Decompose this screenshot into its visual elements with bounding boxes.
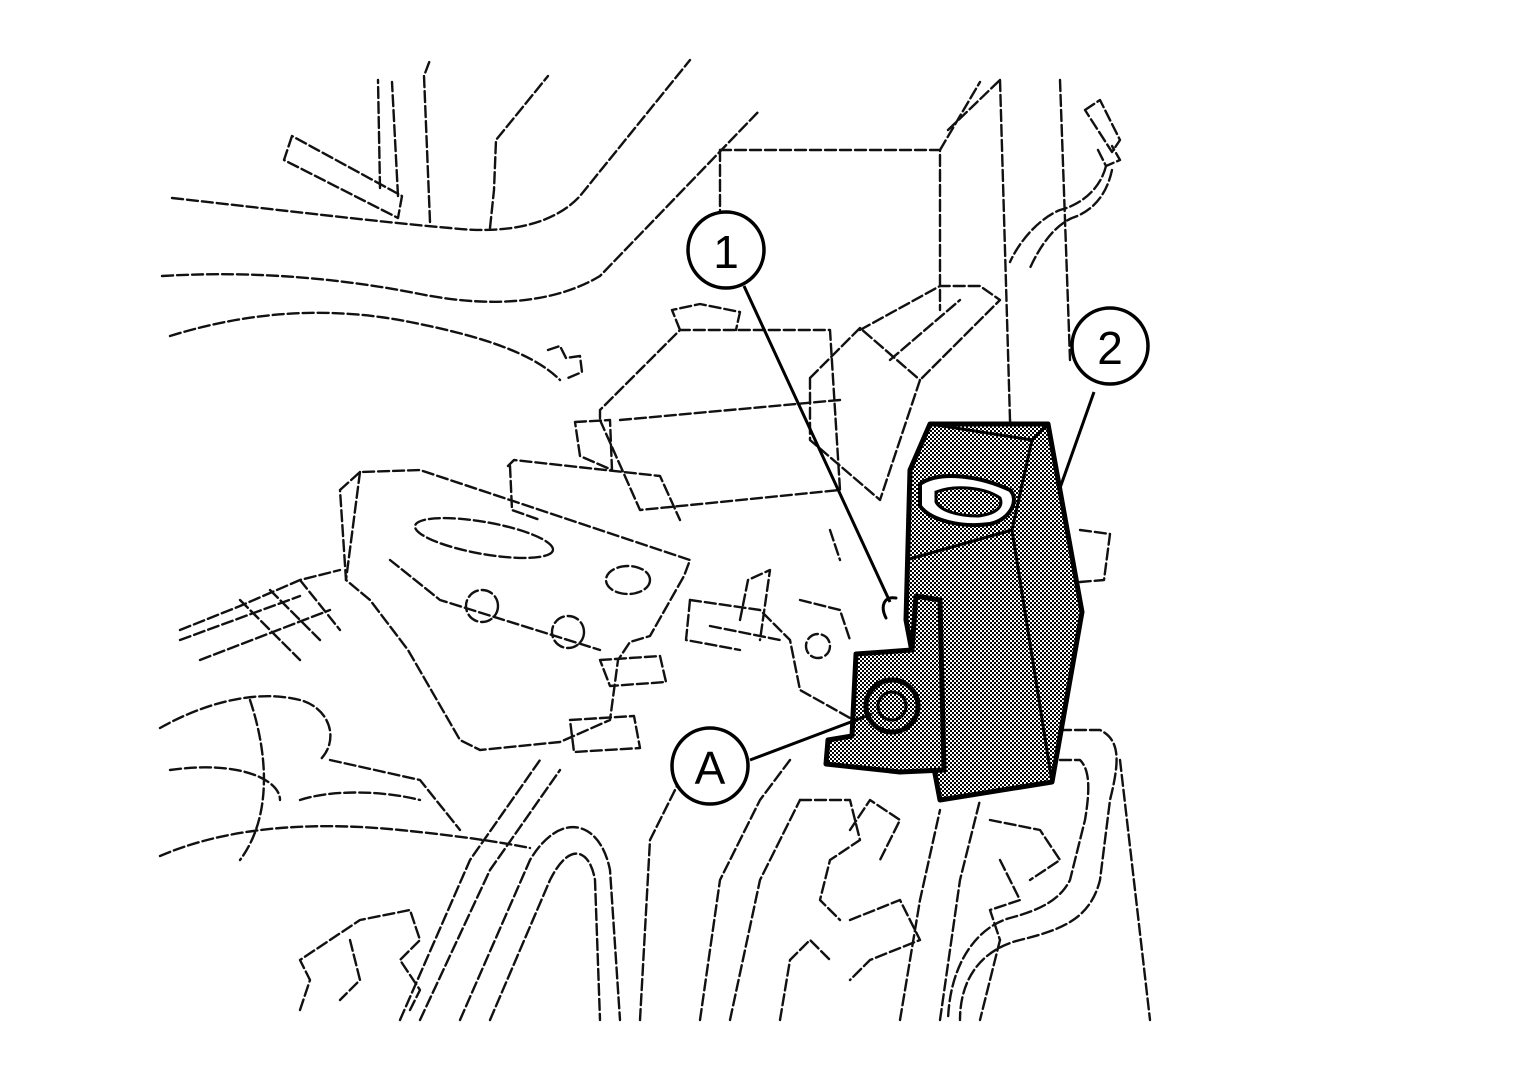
leader-lines (742, 285, 1096, 762)
callout-1: 1 (686, 210, 766, 290)
leader-line-1 (742, 285, 892, 603)
leader-line-2 (1058, 391, 1096, 489)
bolt-a-icon (863, 677, 921, 735)
background-structure (158, 58, 1152, 1022)
leader-line-a (749, 712, 873, 762)
callout-1-label: 1 (713, 226, 739, 278)
callout-2-label: 2 (1097, 322, 1123, 374)
bolt-bracket-highlighted (823, 593, 947, 775)
part-2-highlighted (903, 421, 1085, 803)
callout-a: A (670, 726, 750, 806)
callout-2: 2 (1070, 306, 1150, 386)
callout-a-label: A (695, 742, 726, 794)
